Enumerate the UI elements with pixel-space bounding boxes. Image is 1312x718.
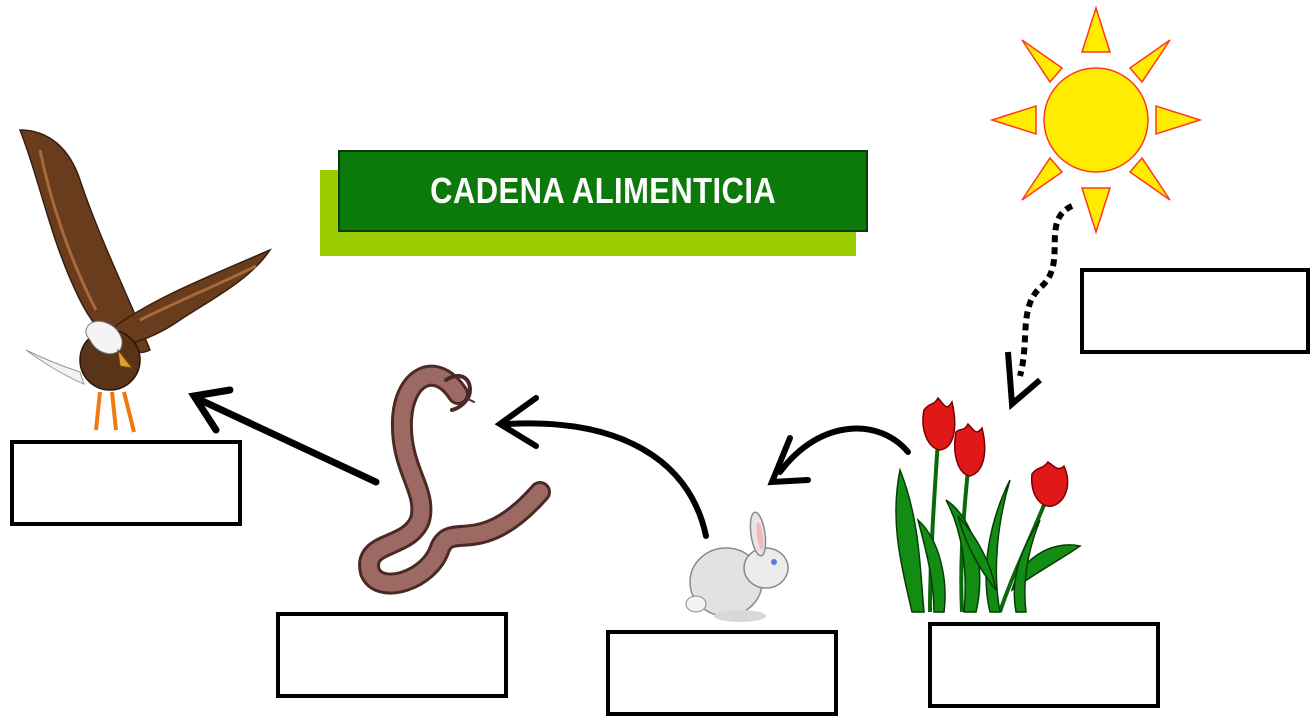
title-banner: CADENA ALIMENTICIA (338, 150, 868, 232)
answer-box-rabbit[interactable] (606, 630, 838, 716)
sun-to-plant-arrow (1017, 203, 1074, 377)
rabbit-icon (685, 511, 789, 622)
answer-box-producer-source[interactable] (1080, 268, 1310, 354)
snake-to-eagle-arrow (188, 386, 380, 486)
page-title: CADENA ALIMENTICIA (430, 170, 776, 211)
answer-box-plant[interactable] (928, 622, 1160, 708)
answer-box-snake[interactable] (276, 612, 508, 698)
rabbit-to-snake-arrow (494, 395, 709, 539)
eagle-icon (18, 129, 273, 433)
answer-box-eagle[interactable] (10, 440, 242, 526)
tulip-icon (895, 396, 1082, 613)
plant-to-rabbit-arrow (767, 425, 911, 486)
sun-to-plant-arrowhead (1005, 351, 1042, 411)
snake-icon (358, 364, 551, 595)
sun-icon (989, 5, 1203, 235)
